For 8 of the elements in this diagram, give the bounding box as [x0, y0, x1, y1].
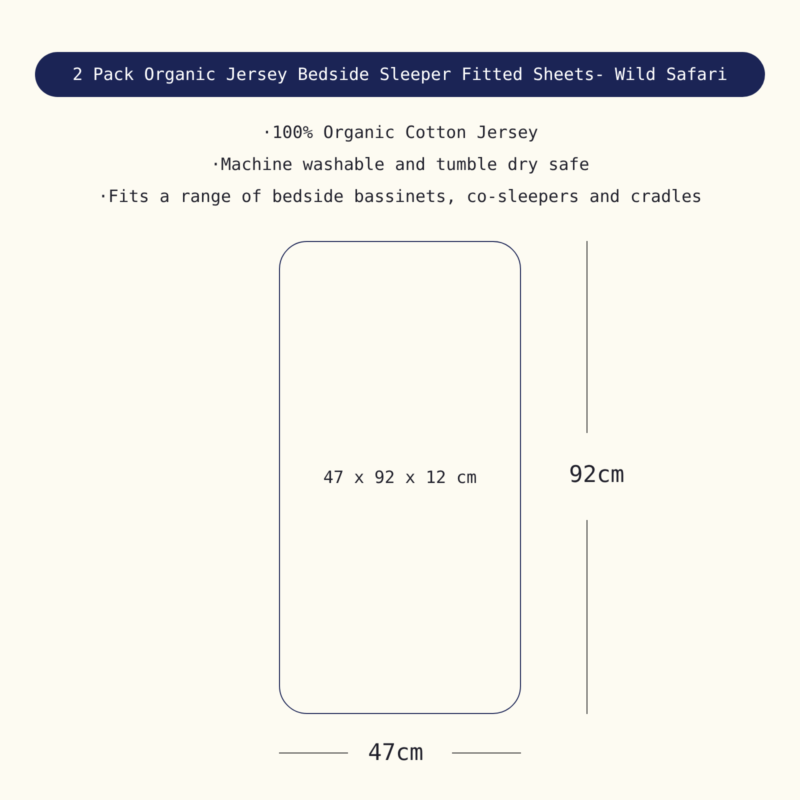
feature-text: ·100% Organic Cotton Jersey — [260, 122, 540, 144]
height-dimension: 92cm — [569, 461, 624, 489]
dimension-text: 47 x 92 x 12 cm — [323, 468, 477, 488]
feature-text: ·Machine washable and tumble dry safe — [210, 154, 590, 176]
feature-text: ·Fits a range of bedside bassinets, co-sleepers and cradles — [97, 186, 703, 208]
width-dimension: 47cm — [368, 739, 424, 767]
sheet-outline — [279, 241, 521, 714]
title-banner: 2 Pack Organic Jersey Bedside Sleeper Fitted Sheets- Wild Safari — [35, 52, 765, 97]
